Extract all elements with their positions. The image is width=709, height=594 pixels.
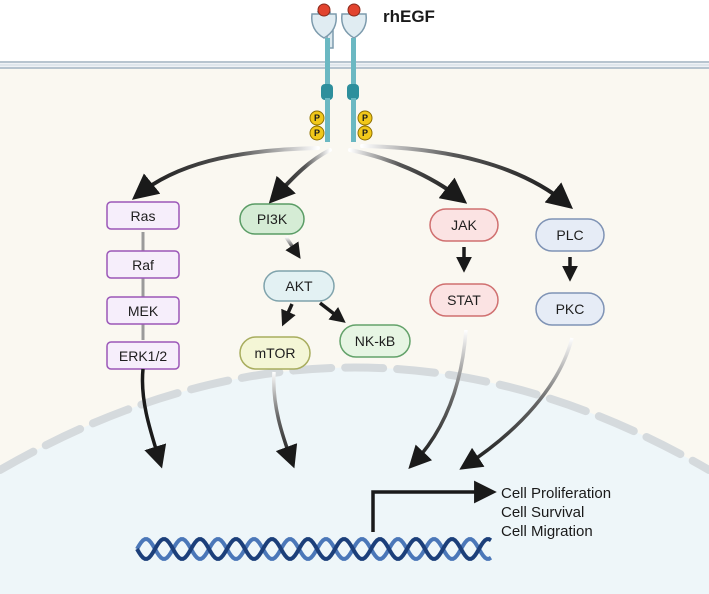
arrow-to-plc	[360, 144, 574, 209]
stat-box	[429, 283, 499, 317]
mapk-pathway: Ras Raf MEK ERK1/2	[106, 201, 180, 469]
ligand-dot-left	[317, 3, 331, 17]
erk-label: ERK1/2	[119, 348, 167, 364]
transcription-arrow	[371, 480, 497, 532]
svg-text:P: P	[314, 113, 320, 123]
phospho-site	[357, 125, 373, 141]
arrow-to-pi3k	[268, 148, 332, 204]
nfkb-box	[339, 324, 411, 358]
mtor-box	[239, 336, 311, 370]
phospho-sites: P P P P	[309, 110, 373, 141]
outcome-proliferation: Cell Proliferation	[501, 485, 611, 502]
plc-label: PLC	[556, 227, 583, 243]
akt-box	[263, 270, 335, 302]
pkc-label: PKC	[556, 301, 585, 317]
mtor-label: mTOR	[255, 345, 296, 361]
svg-text:P: P	[362, 113, 368, 123]
nucleus	[0, 363, 709, 594]
pi3k-pathway: PI3K AKT mTOR NK-kB	[239, 203, 411, 469]
ligand-label: rhEGF	[383, 7, 435, 26]
pi3k-label: PI3K	[257, 211, 288, 227]
phospho-site	[309, 125, 325, 141]
receptor-branch-arrows	[131, 144, 574, 209]
arrow-to-jak	[348, 148, 468, 204]
raf-box	[106, 250, 180, 279]
jak-box	[429, 208, 499, 242]
arrow-akt-to-mtor	[281, 303, 296, 327]
ligand-dot-right	[347, 3, 361, 17]
outcome-survival: Cell Survival	[501, 504, 584, 521]
arrow-pi3k-to-akt	[284, 236, 301, 259]
akt-label: AKT	[285, 278, 313, 294]
mek-box	[106, 296, 180, 325]
svg-text:P: P	[362, 128, 368, 138]
plc-pathway: PLC PKC	[459, 218, 605, 470]
pkc-box	[535, 292, 605, 326]
arrow-erk-to-nucleus	[140, 368, 167, 469]
nfkb-label: NK-kB	[355, 333, 395, 349]
arrow-mtor-to-nucleus	[271, 371, 298, 469]
plc-box	[535, 218, 605, 252]
arrow-to-ras	[131, 146, 320, 200]
mek-label: MEK	[128, 303, 159, 319]
stat-label: STAT	[447, 292, 481, 308]
svg-text:P: P	[314, 128, 320, 138]
arrow-pkc-to-nucleus	[459, 337, 574, 470]
jak-label: JAK	[451, 217, 477, 233]
phospho-site	[309, 110, 325, 126]
outcome-list: Cell Proliferation Cell Survival Cell Mi…	[501, 485, 611, 540]
arrow-akt-to-nfkb	[318, 301, 346, 323]
dna-helix	[135, 537, 493, 561]
arrow-stat-to-nucleus	[408, 329, 468, 469]
egf-ligand	[317, 3, 361, 17]
raf-label: Raf	[132, 257, 154, 273]
ras-box	[106, 201, 180, 230]
outcome-migration: Cell Migration	[501, 523, 593, 540]
dna-strand	[135, 537, 493, 561]
pi3k-box	[239, 203, 305, 235]
phospho-site	[357, 110, 373, 126]
dna-strand	[135, 537, 493, 561]
jak-pathway: JAK STAT	[408, 208, 499, 469]
ras-label: Ras	[131, 208, 156, 224]
